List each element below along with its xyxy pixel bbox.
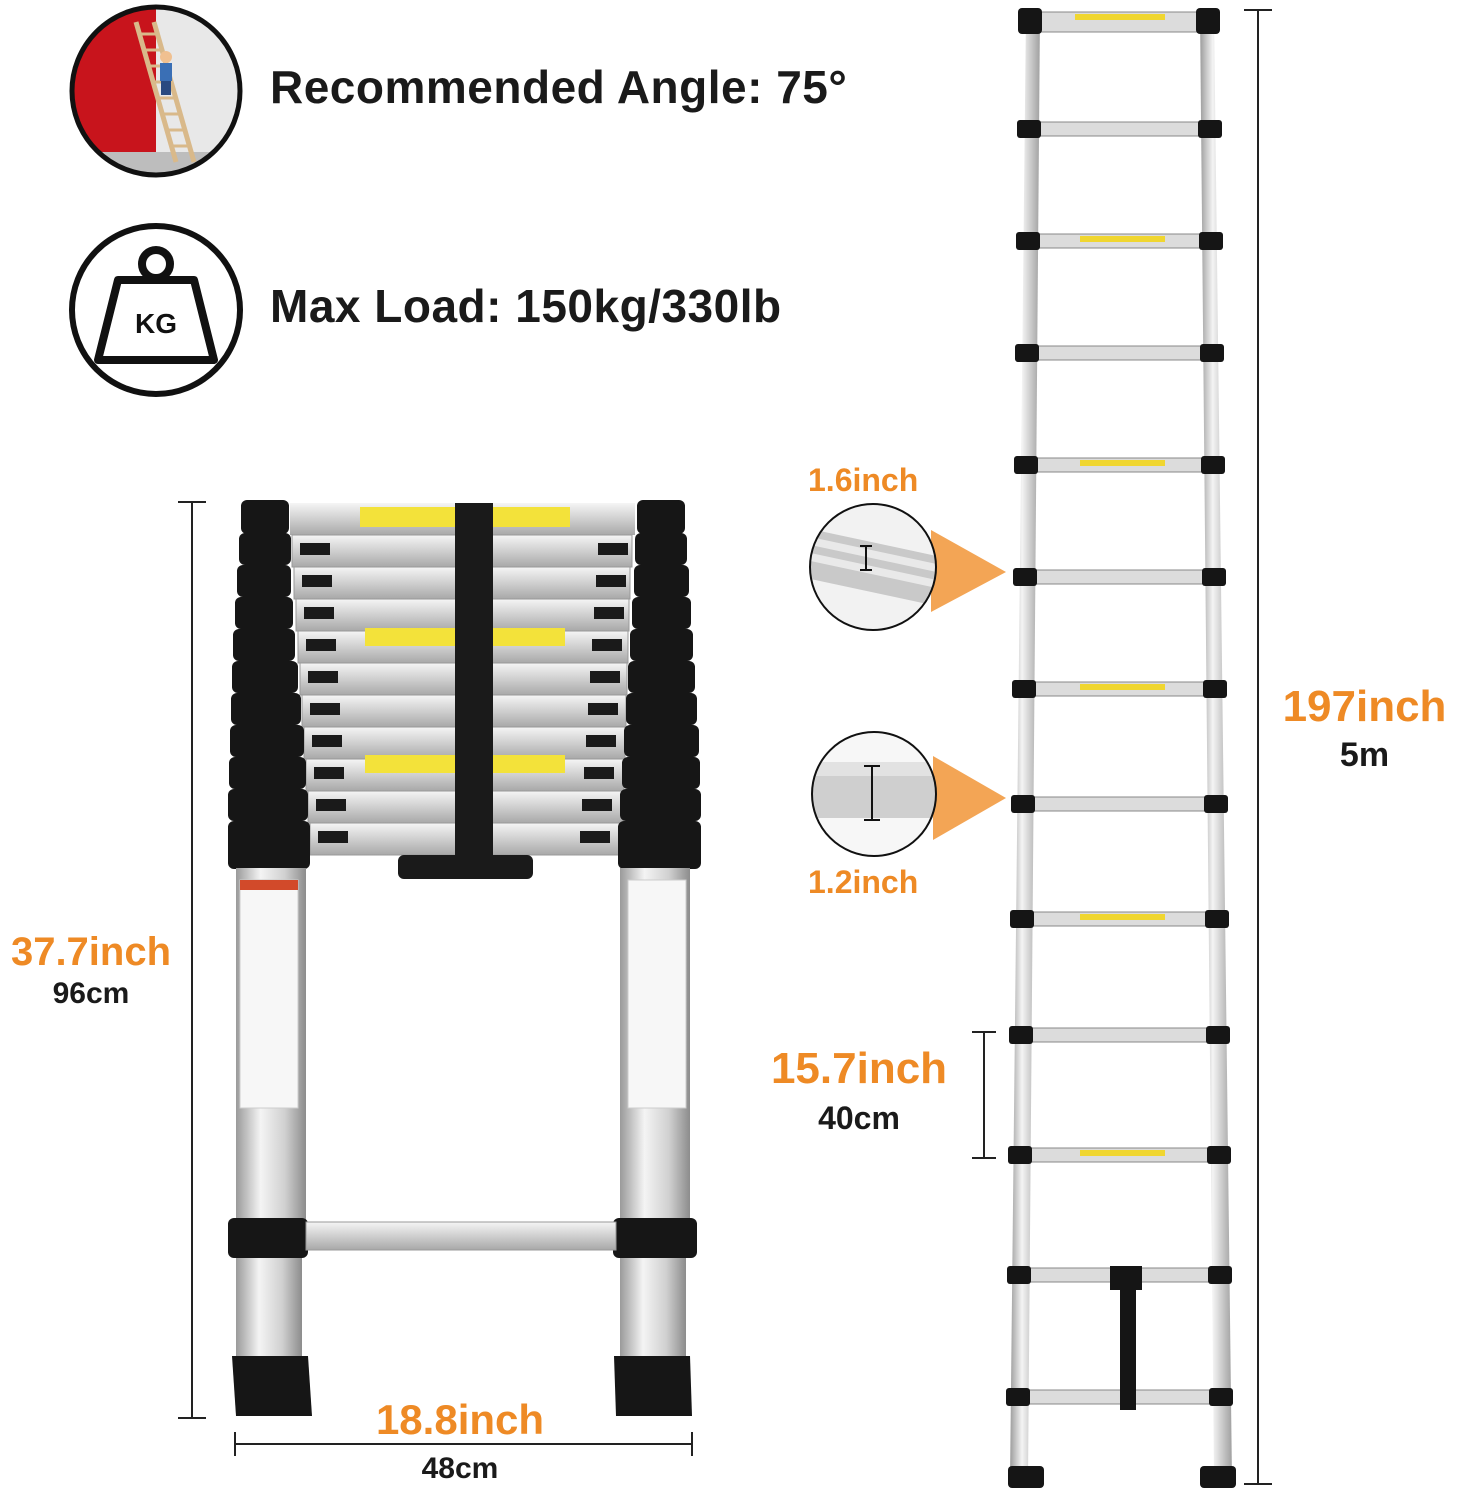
ladder-against-wall-icon (69, 4, 243, 178)
total-height-m: 5m (1339, 736, 1390, 774)
compact-height-inch: 37.7inch (10, 930, 172, 974)
compact-height-cm: 96cm (52, 977, 130, 1010)
rung-depth-upper: 1.6inch (808, 462, 919, 498)
kg-label: KG (135, 308, 177, 339)
rung-depth-lower: 1.2inch (808, 864, 919, 900)
kg-weight-icon (69, 223, 243, 397)
compact-width-cm: 48cm (421, 1452, 499, 1485)
total-height-inch: 197inch (1282, 682, 1447, 731)
recommended-angle-text: Recommended Angle: 75° (270, 61, 848, 113)
rung-spacing-cm: 40cm (818, 1100, 900, 1136)
rung-profile-lower-icon (811, 731, 1006, 857)
rung-profile-upper-icon (809, 503, 1006, 631)
compact-width-inch: 18.8inch (375, 1396, 545, 1443)
max-load-text: Max Load: 150kg/330lb (270, 280, 782, 332)
rung-spacing-inch: 15.7inch (770, 1044, 948, 1093)
